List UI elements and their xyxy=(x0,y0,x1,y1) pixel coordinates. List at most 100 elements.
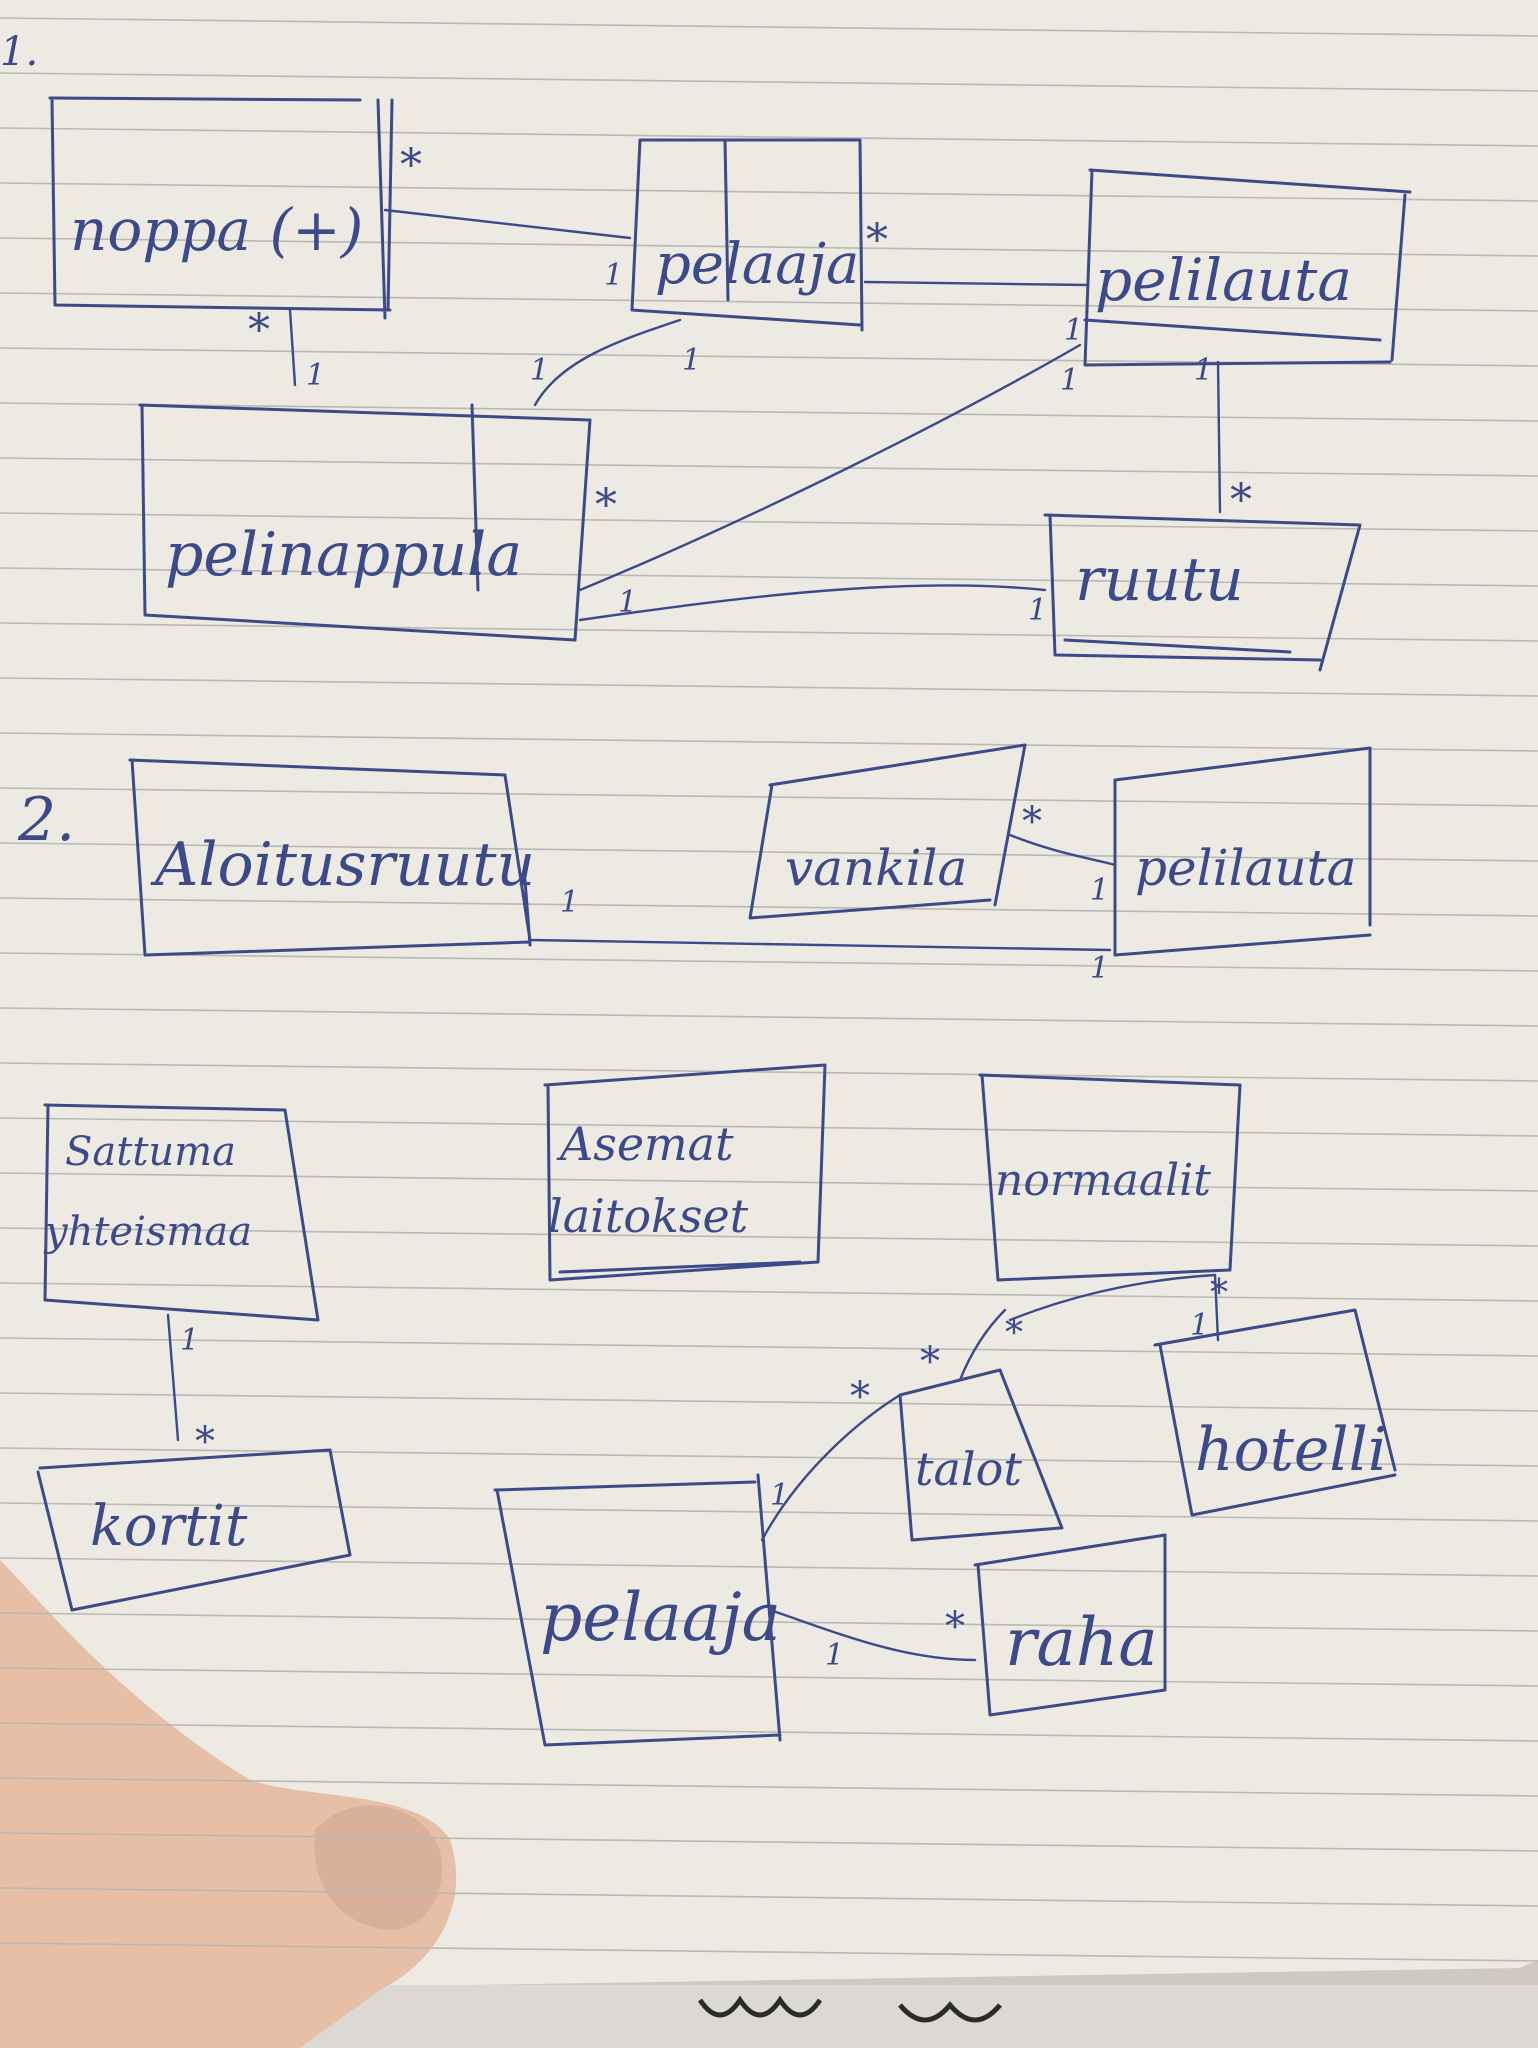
assoc-pelaaja-raha xyxy=(768,1608,977,1662)
box-raha xyxy=(973,1533,1167,1717)
assoc-pelaaja-pelilauta xyxy=(863,280,1090,287)
assoc-normaalit-hotelli xyxy=(1213,1273,1220,1342)
assoc-pelilauta-ruutu xyxy=(1216,360,1222,514)
box-normaalit xyxy=(978,1073,1242,1282)
box-vankila xyxy=(748,743,1027,920)
rule-line xyxy=(0,17,1538,37)
mult-pelinappula-topright-one: 1 xyxy=(530,353,549,388)
notebook-page xyxy=(0,0,1538,1992)
section-2-label: 2. xyxy=(17,785,75,855)
mult-pelinappula-top-one: 1 xyxy=(306,358,325,393)
mult-pelinappula-right-star: * xyxy=(595,480,617,531)
box-hotelli xyxy=(1153,1308,1397,1517)
rule-line xyxy=(0,842,1538,862)
fabric-pattern xyxy=(697,1995,1002,2023)
rule-line xyxy=(0,1337,1538,1357)
box-talot xyxy=(898,1368,1064,1542)
box-pelaaja-2 xyxy=(493,1473,782,1747)
node-aloitusruutu: Aloitusruutu xyxy=(150,830,535,900)
notebook-rules xyxy=(0,17,1538,1962)
node-noppa: noppa (+) xyxy=(70,196,363,264)
mult-talot-star-a: * xyxy=(850,1374,870,1420)
assoc-noppa-pelaaja xyxy=(383,208,632,240)
rule-line xyxy=(0,622,1538,642)
node-vankila: vankila xyxy=(785,839,967,897)
mult-pelilauta-left-one-2: 1 xyxy=(1090,873,1109,908)
mult-kortit-star: * xyxy=(195,1419,215,1465)
mult-aloitus-right-one: 1 xyxy=(560,885,579,920)
rule-line xyxy=(0,1557,1538,1577)
node-raha: raha xyxy=(1005,1604,1158,1681)
rule-line xyxy=(0,127,1538,147)
node-normaalit: normaalit xyxy=(995,1155,1211,1206)
hand-thumb xyxy=(0,1560,457,2048)
rule-line xyxy=(0,567,1538,587)
assoc-aloitus-pelilauta xyxy=(528,938,1112,952)
box-pelilauta-2 xyxy=(1113,746,1372,957)
mult-pelaaja-right-star: * xyxy=(866,215,888,266)
assoc-vankila-pelilauta xyxy=(1008,833,1117,867)
rule-line xyxy=(0,457,1538,477)
node-talot: talot xyxy=(915,1442,1022,1496)
fabric-strip xyxy=(300,1985,1538,2048)
node-hotelli: hotelli xyxy=(1195,1415,1387,1485)
box-asemat xyxy=(543,1063,827,1282)
box-pelaaja xyxy=(630,138,864,332)
rule-line xyxy=(0,677,1538,697)
rule-line xyxy=(0,1117,1538,1137)
box-sattuma xyxy=(43,1103,320,1322)
rule-line xyxy=(0,182,1538,202)
rule-line xyxy=(0,1282,1538,1302)
mult-pelaaja-top-one: 1 xyxy=(770,1478,789,1513)
assoc-pelinappula-pelilauta xyxy=(578,343,1082,592)
rule-line xyxy=(0,237,1538,257)
assoc-pelaaja-talot xyxy=(760,1393,902,1542)
node-pelaaja-2: pelaaja xyxy=(540,1579,781,1656)
rule-line xyxy=(0,1172,1538,1192)
mult-pelilauta-bottom-one: 1 xyxy=(1194,353,1213,388)
mult-noppa-pelaaja-star: * xyxy=(400,140,422,191)
box-aloitusruutu xyxy=(128,758,532,957)
mult-pelaaja-bottom-one: 1 xyxy=(682,343,701,378)
rule-line xyxy=(0,512,1538,532)
rule-line xyxy=(0,897,1538,917)
node-pelilauta-2: pelilauta xyxy=(1135,839,1356,897)
node-asemat: Asemat laitokset xyxy=(548,1117,749,1243)
rule-line xyxy=(0,1227,1538,1247)
mult-pelaaja-bottom-one-2: 1 xyxy=(825,1638,844,1673)
box-pelinappula xyxy=(138,403,592,642)
rule-line xyxy=(0,1942,1538,1962)
box-noppa xyxy=(48,96,394,320)
mult-talot-star-b: * xyxy=(920,1339,940,1385)
mult-pelaaja-left-one: 1 xyxy=(604,258,623,293)
rule-line xyxy=(0,1777,1538,1797)
mult-pelilauta-bottom-left-one: 1 xyxy=(1060,363,1079,398)
mult-pelilauta-left-one: 1 xyxy=(1064,313,1083,348)
mult-pelinappula-bottom-one: 1 xyxy=(618,585,637,620)
node-pelinappula: pelinappula xyxy=(165,520,522,590)
rule-line xyxy=(0,72,1538,92)
assoc-pelaaja-pelinappula xyxy=(533,318,682,407)
rule-line xyxy=(0,1832,1538,1852)
mult-pelilauta-bottom-one-2: 1 xyxy=(1090,951,1109,986)
rule-line xyxy=(0,952,1538,972)
rule-line xyxy=(0,1722,1538,1742)
node-pelaaja: pelaaja xyxy=(655,232,859,297)
mult-sattuma-one: 1 xyxy=(180,1323,199,1358)
mult-normaalit-star-a: * xyxy=(1005,1313,1023,1354)
mult-normaalit-star-b: * xyxy=(1210,1273,1228,1314)
rule-line xyxy=(0,1392,1538,1412)
assoc-noppa-pelinappula xyxy=(288,308,297,387)
rule-line xyxy=(0,402,1538,422)
assoc-pelinappula-ruutu xyxy=(578,584,1047,622)
rule-line xyxy=(0,292,1538,312)
rule-line xyxy=(0,1887,1538,1907)
node-pelilauta: pelilauta xyxy=(1095,246,1352,314)
rule-line xyxy=(0,732,1538,752)
mult-hotelli-one: 1 xyxy=(1190,1308,1209,1343)
box-kortit xyxy=(36,1448,352,1612)
mult-ruutu-left-one: 1 xyxy=(1028,593,1047,628)
rule-line xyxy=(0,1062,1538,1082)
mult-ruutu-top-star: * xyxy=(1230,475,1252,526)
